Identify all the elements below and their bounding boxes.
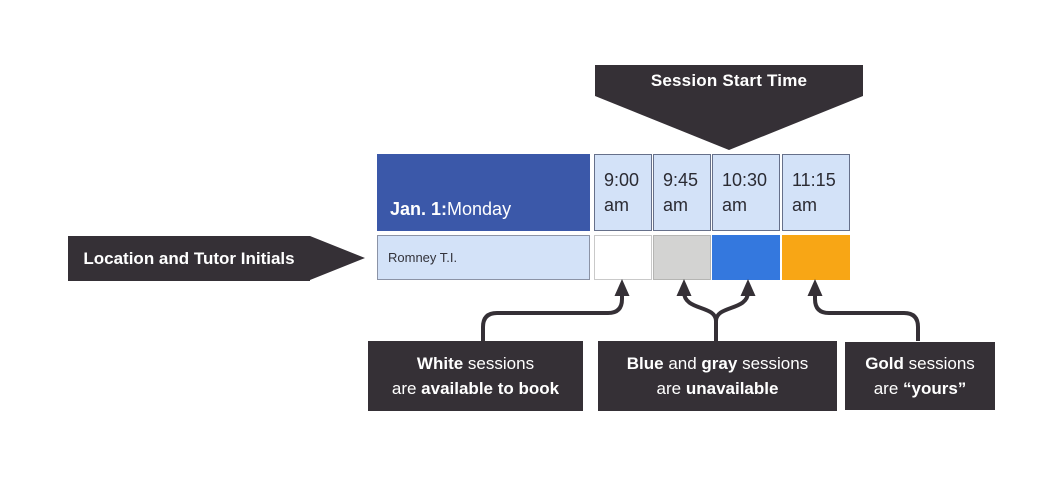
date-header-cell: Jan. 1: Monday xyxy=(377,154,590,231)
callout-line: Blue and gray sessions xyxy=(626,354,809,373)
arrowhead-white-cell xyxy=(614,279,630,296)
schedule-table: Jan. 1: Monday 9:00 am 9:45 am 10:30 am … xyxy=(377,154,850,280)
session-cell-white-available[interactable] xyxy=(594,235,652,280)
time-header-cell-1030: 10:30 am xyxy=(712,154,780,231)
callout-blue-gray-sessions: Blue and gray sessions are unavailable xyxy=(598,341,837,411)
connector-blue-cell xyxy=(714,291,750,322)
session-start-time-banner: Session Start Time xyxy=(595,65,863,96)
callout-line: White sessions xyxy=(416,354,535,373)
banner-arrow-down-icon xyxy=(595,96,863,150)
callout-arrow-right-icon xyxy=(310,236,365,280)
session-cell-gold-yours[interactable] xyxy=(782,235,850,280)
callout-line: are available to book xyxy=(391,379,560,398)
callout-line: are “yours” xyxy=(873,379,967,398)
arrowhead-blue-cell xyxy=(740,279,756,296)
time-hour: 10:30 xyxy=(722,170,768,190)
time-header-cell-1115: 11:15 am xyxy=(782,154,850,231)
time-hour: 9:45 xyxy=(663,170,699,190)
time-meridiem: am xyxy=(792,195,818,215)
session-cell-gray-unavailable[interactable] xyxy=(653,235,711,280)
connector-gray-cell xyxy=(682,291,718,322)
time-meridiem: am xyxy=(663,195,689,215)
session-cell-blue-unavailable[interactable] xyxy=(712,235,780,280)
callout-line: Gold sessions xyxy=(865,354,975,373)
time-hour: 11:15 xyxy=(792,170,836,190)
connector-gold-cell xyxy=(813,292,920,341)
callout-gold-sessions: Gold sessions are “yours” xyxy=(845,342,995,410)
arrowhead-gold-cell xyxy=(807,279,823,296)
time-meridiem: am xyxy=(722,195,748,215)
time-meridiem: am xyxy=(604,195,630,215)
location-tutor-cell: Romney T.I. xyxy=(377,235,590,280)
time-header-cell-945: 9:45 am xyxy=(653,154,711,231)
time-header-cell-900: 9:00 am xyxy=(594,154,652,231)
time-hour: 9:00 xyxy=(604,170,640,190)
callout-line: are unavailable xyxy=(656,379,779,398)
callout-white-sessions: White sessions are available to book xyxy=(368,341,583,411)
arrowhead-gray-cell xyxy=(676,279,692,296)
location-tutor-callout: Location and Tutor Initials xyxy=(68,236,310,281)
connector-white-cell xyxy=(481,292,624,341)
